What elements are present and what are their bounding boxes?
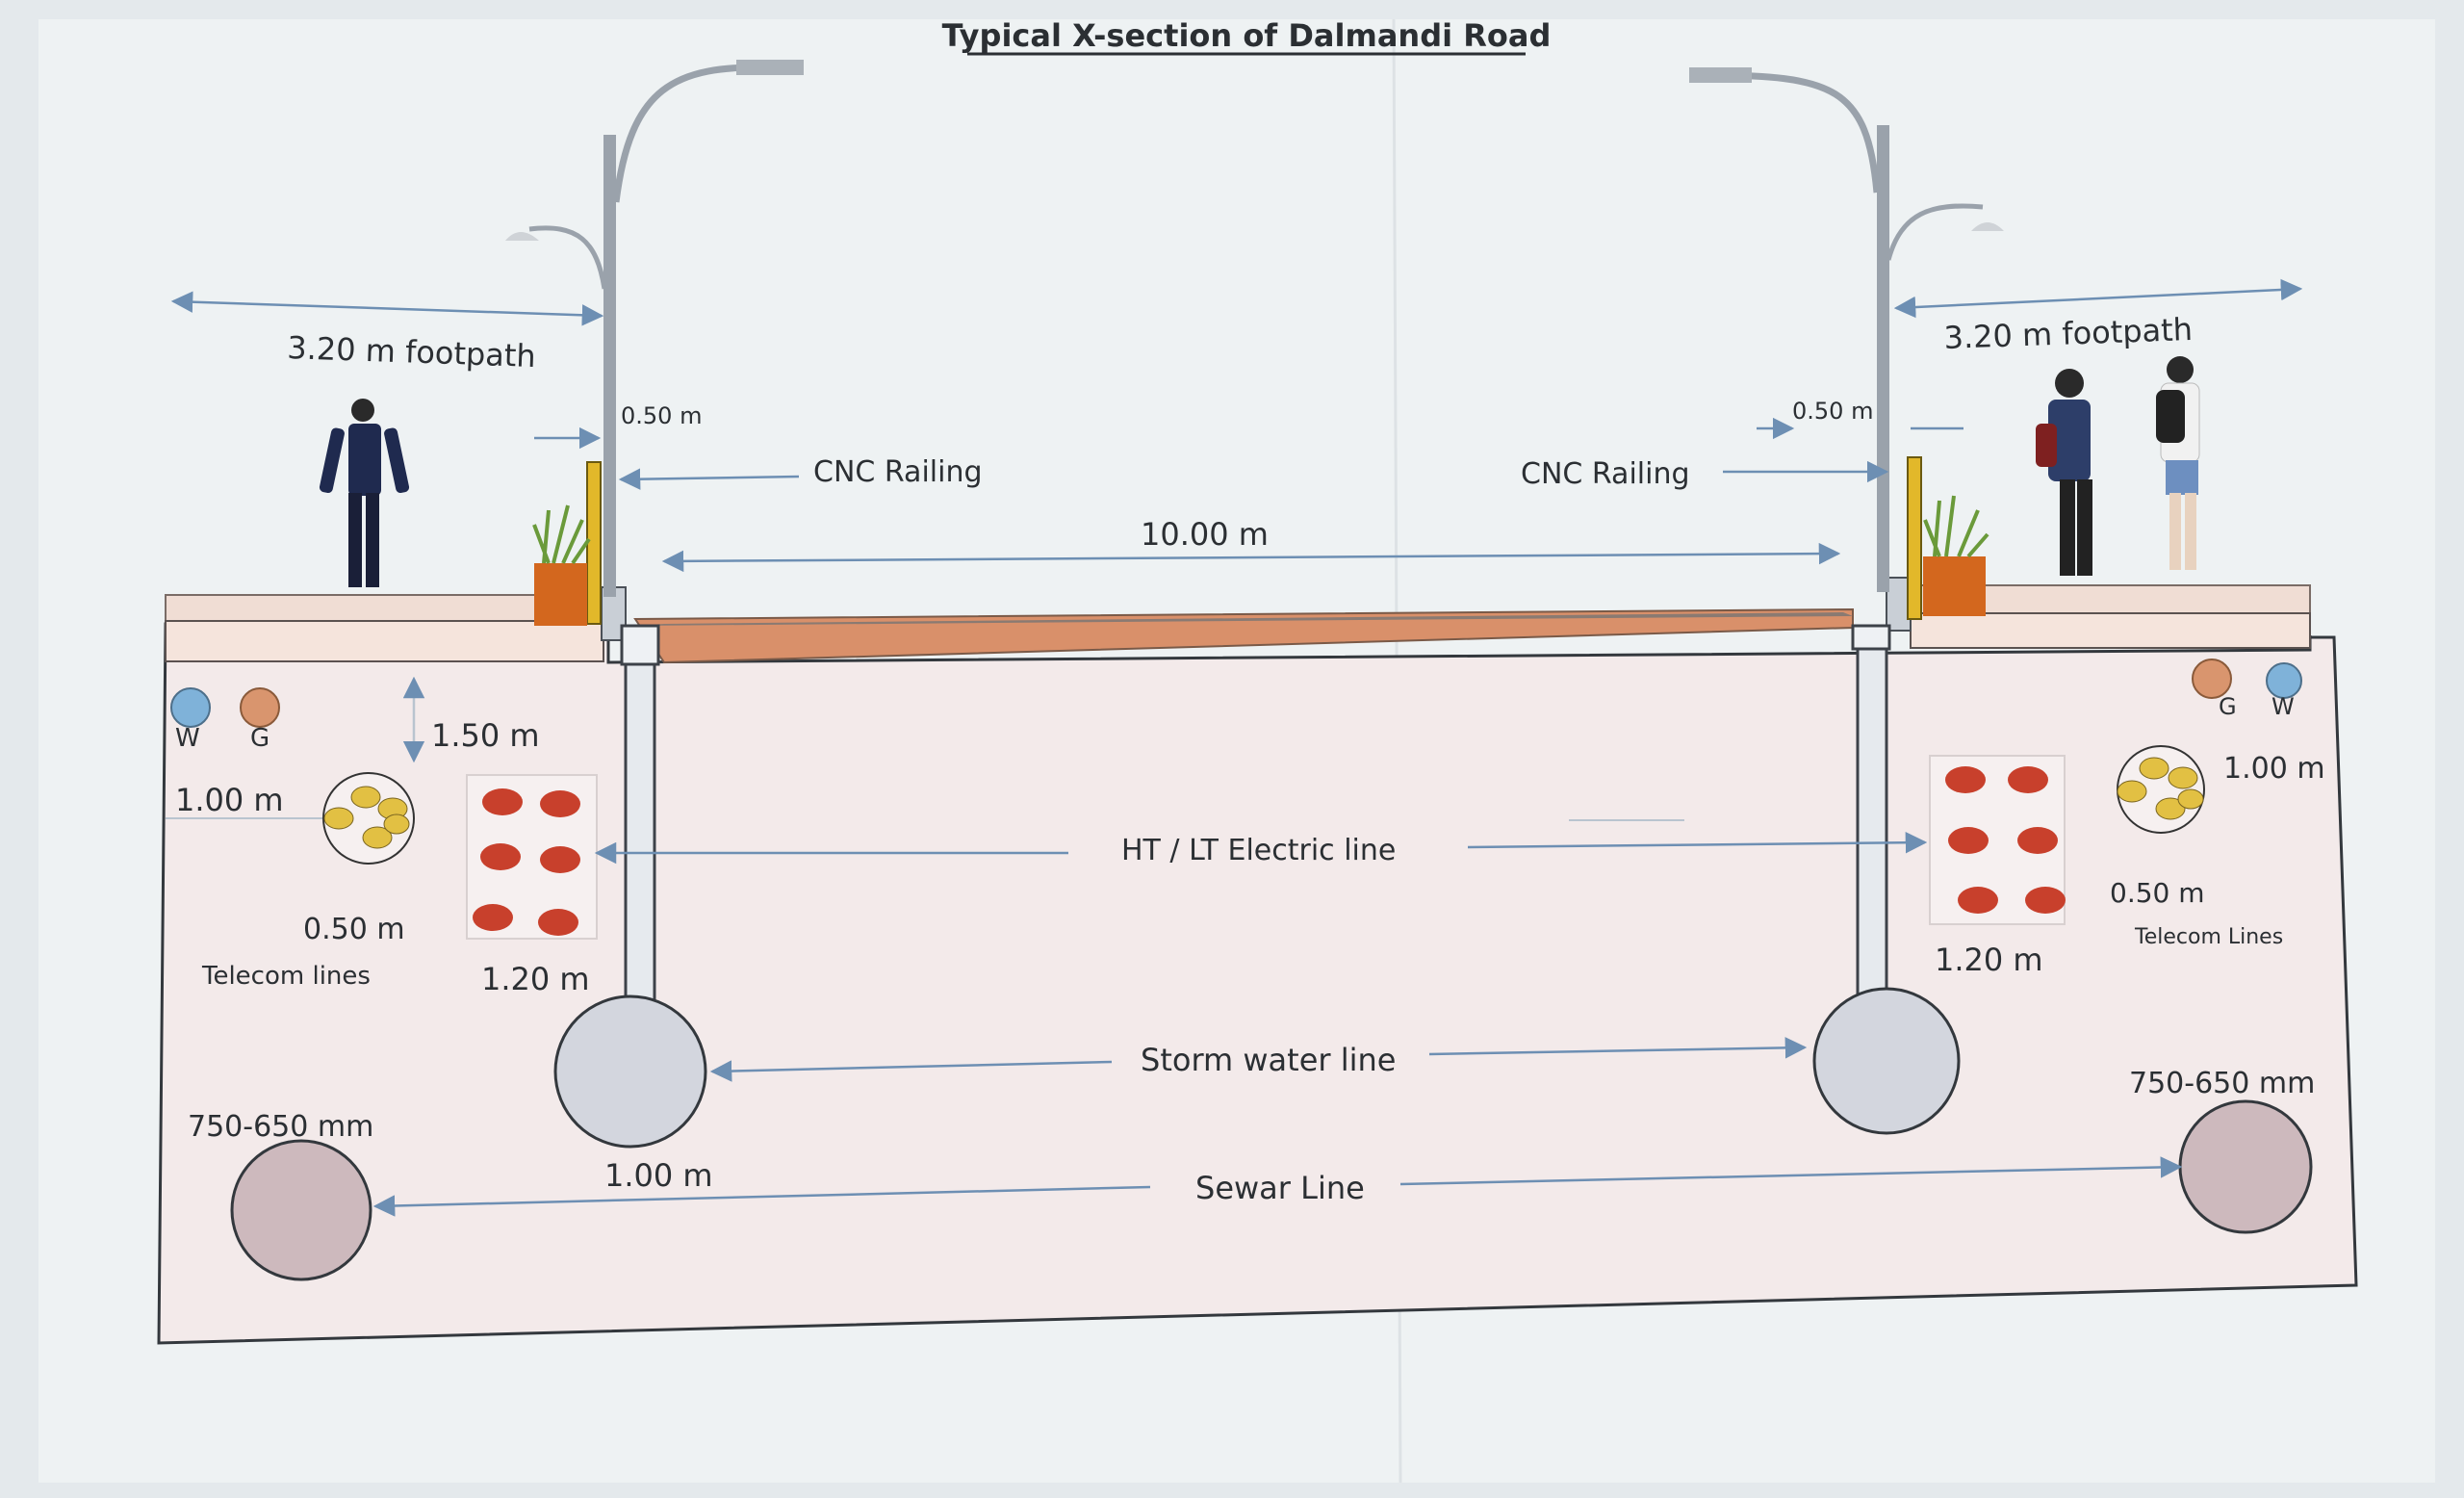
electric-depth-left-label: 1.20 m — [481, 961, 590, 997]
footpath-left-dimension — [170, 291, 604, 326]
cnc-railing-left — [586, 461, 602, 625]
pedestrian-left — [319, 399, 410, 587]
pedestrian-right-1 — [2036, 369, 2092, 576]
gas-utility-left — [240, 687, 280, 728]
planter-left — [532, 504, 591, 626]
planter-right — [1923, 495, 1989, 616]
sewer-size-left-label: 750-650 mm — [188, 1110, 373, 1144]
telecom-left-label: Telecom lines — [201, 962, 371, 991]
railing-right-label: CNC Railing — [1521, 457, 1690, 491]
footpath-left-label: 3.20 m footpath — [287, 329, 537, 374]
sewer-line-label: Sewar Line — [1195, 1170, 1365, 1206]
telecom-bundle-left — [322, 772, 415, 865]
cnc-railing-right — [1907, 456, 1922, 620]
footpath-right-dimension — [1893, 278, 2303, 319]
sewer-gap-label: 1.00 m — [604, 1157, 713, 1194]
pedestrian-right-2 — [2156, 356, 2200, 570]
electric-depth-right-label: 1.20 m — [1935, 942, 2043, 978]
water-right-label: W — [2272, 693, 2295, 720]
water-utility-right — [2266, 662, 2302, 699]
electric-cables-right — [1929, 755, 2066, 925]
storm-water-label: Storm water line — [1141, 1042, 1396, 1078]
gas-left-label: G — [250, 724, 270, 753]
footpath-right-label: 3.20 m footpath — [1943, 311, 2194, 356]
sewer-pipe-right — [2178, 1099, 2313, 1234]
telecom-bundle-right — [2117, 745, 2205, 834]
storm-drain-right — [1856, 633, 1888, 1003]
carriageway-dimension — [661, 542, 1841, 573]
telecom-depth-left-label: 1.00 m — [175, 782, 284, 818]
sewer-size-right-label: 750-650 mm — [2129, 1067, 2315, 1100]
telecom-depth-right-label: 1.00 m — [2223, 752, 2325, 786]
carriageway-label: 10.00 m — [1141, 516, 1269, 553]
storm-drain-left — [624, 624, 656, 1013]
storm-water-pipe-right — [1812, 987, 1961, 1135]
gap-left-label: 0.50 m — [621, 402, 702, 429]
water-left-label: W — [175, 724, 200, 753]
water-utility-left — [170, 687, 211, 728]
gas-right-label: G — [2219, 693, 2237, 720]
railing-left-label: CNC Railing — [813, 455, 983, 489]
electric-cables-left — [466, 774, 598, 940]
gas-utility-right — [2192, 659, 2232, 699]
electric-line-label: HT / LT Electric line — [1121, 834, 1396, 867]
telecom-right-label: Telecom Lines — [2134, 925, 2283, 949]
diagram-title: Typical X-section of Dalmandi Road — [942, 17, 1552, 54]
telecom-gap-right-label: 0.50 m — [2110, 877, 2205, 909]
depth-left-label: 1.50 m — [431, 717, 540, 754]
gap-right-label: 0.50 m — [1792, 398, 1873, 425]
sewer-pipe-left — [230, 1139, 372, 1281]
telecom-gap-left-label: 0.50 m — [303, 913, 405, 946]
footpath-left — [165, 594, 604, 625]
storm-water-pipe-left — [553, 994, 707, 1149]
street-light-left — [505, 60, 804, 597]
